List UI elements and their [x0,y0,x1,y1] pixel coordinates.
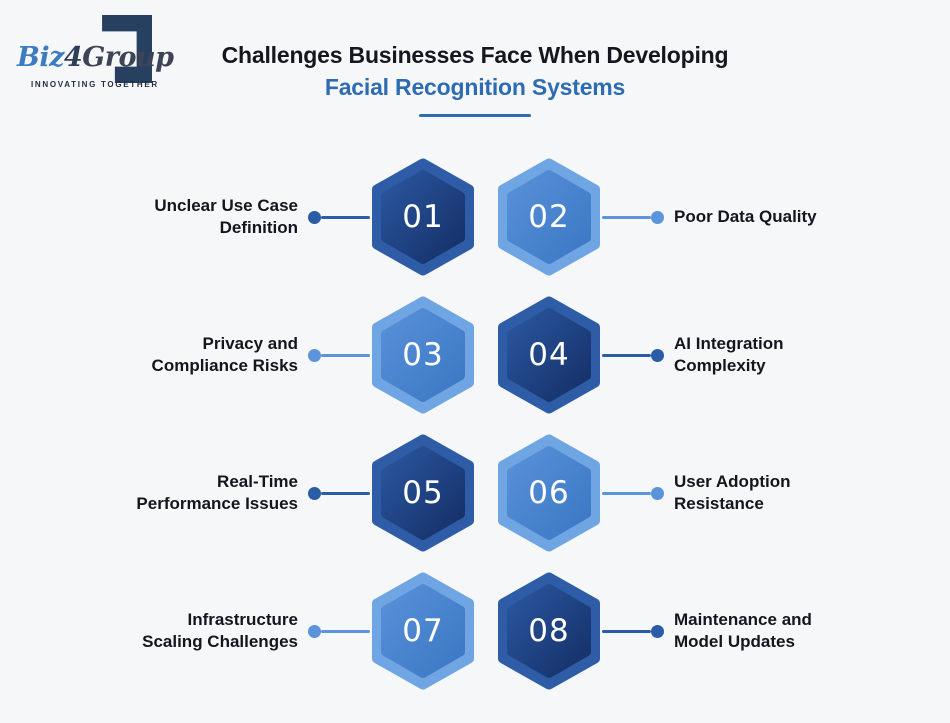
hexagon-06: 06 [496,434,602,552]
hexagon-shape-07 [372,572,474,690]
challenge-number-02: 02 [528,199,570,235]
hexagon-03: 03 [370,296,476,414]
logo-wordmark: Biz4Group [17,42,174,73]
challenge-number-08: 08 [528,613,570,649]
challenge-row-2: Privacy and Compliance Risks 03 04 AI In… [128,286,844,424]
hexagon-shape-04 [498,296,600,414]
challenge-number-07: 07 [402,613,444,649]
connector-02 [602,210,674,224]
connector-08 [602,624,674,638]
challenge-row-3: Real-Time Performance Issues 05 06 User … [128,424,844,562]
connector-04 [602,348,674,362]
hexagon-01: 01 [370,158,476,276]
challenge-number-01: 01 [402,199,444,235]
challenge-label-03: Privacy and Compliance Risks [151,334,298,375]
connector-dot-08 [651,624,664,638]
challenge-number-05: 05 [402,475,444,511]
logo-word-biz: Biz [17,42,64,73]
hexagon-05: 05 [370,434,476,552]
connector-06 [602,486,674,500]
challenge-row-1: Unclear Use Case Definition 01 02 Poor D… [128,148,844,286]
connector-dot-02 [651,210,664,224]
challenge-label-08: Maintenance and Model Updates [674,610,812,651]
hexagon-shape-02 [498,158,600,276]
connector-01 [298,210,370,224]
hexagon-shape-06 [498,434,600,552]
connector-line-07 [321,629,370,633]
connector-line-02 [602,215,651,219]
connector-dot-01 [308,210,321,224]
connector-07 [298,624,370,638]
challenge-label-04: AI Integration Complexity [674,334,784,375]
challenge-label-07: Infrastructure Scaling Challenges [142,610,298,651]
challenge-number-06: 06 [528,475,570,511]
connector-line-08 [602,629,651,633]
hexagon-shape-01 [372,158,474,276]
logo-tagline: INNOVATING TOGETHER [31,80,159,89]
challenge-label-06: User Adoption Resistance [674,472,791,513]
logo-word-group: Group [82,42,174,73]
page-title-line1: Challenges Businesses Face When Developi… [221,42,729,68]
hexagon-08: 08 [496,572,602,690]
hexagon-shape-08 [498,572,600,690]
biz4group-logo: Biz4Group INNOVATING TOGETHER [14,12,174,104]
hexagon-shape-03 [372,296,474,414]
connector-line-06 [602,491,651,495]
hexagon-07: 07 [370,572,476,690]
logo-word-4: 4 [63,42,83,73]
hexagon-04: 04 [496,296,602,414]
connector-line-04 [602,353,651,357]
title-block: Challenges Businesses Face When Developi… [0,42,950,117]
connector-05 [298,486,370,500]
challenge-label-02: Poor Data Quality [674,207,817,226]
hexagon-shape-05 [372,434,474,552]
challenge-rows: Unclear Use Case Definition 01 02 Poor D… [128,148,844,700]
connector-03 [298,348,370,362]
connector-line-01 [321,215,370,219]
challenge-row-4: Infrastructure Scaling Challenges 07 08 … [128,562,844,700]
challenge-label-01: Unclear Use Case Definition [154,196,298,237]
page-title-line2: Facial Recognition Systems [324,74,626,100]
connector-dot-06 [651,486,664,500]
title-underline [419,114,531,117]
challenge-number-03: 03 [402,337,444,373]
challenge-number-04: 04 [528,337,570,373]
connector-dot-04 [651,348,664,362]
challenge-label-05: Real-Time Performance Issues [136,472,298,513]
connector-dot-07 [308,624,321,638]
connector-line-03 [321,353,370,357]
hexagon-02: 02 [496,158,602,276]
connector-line-05 [321,491,370,495]
connector-dot-03 [308,348,321,362]
connector-dot-05 [308,486,321,500]
